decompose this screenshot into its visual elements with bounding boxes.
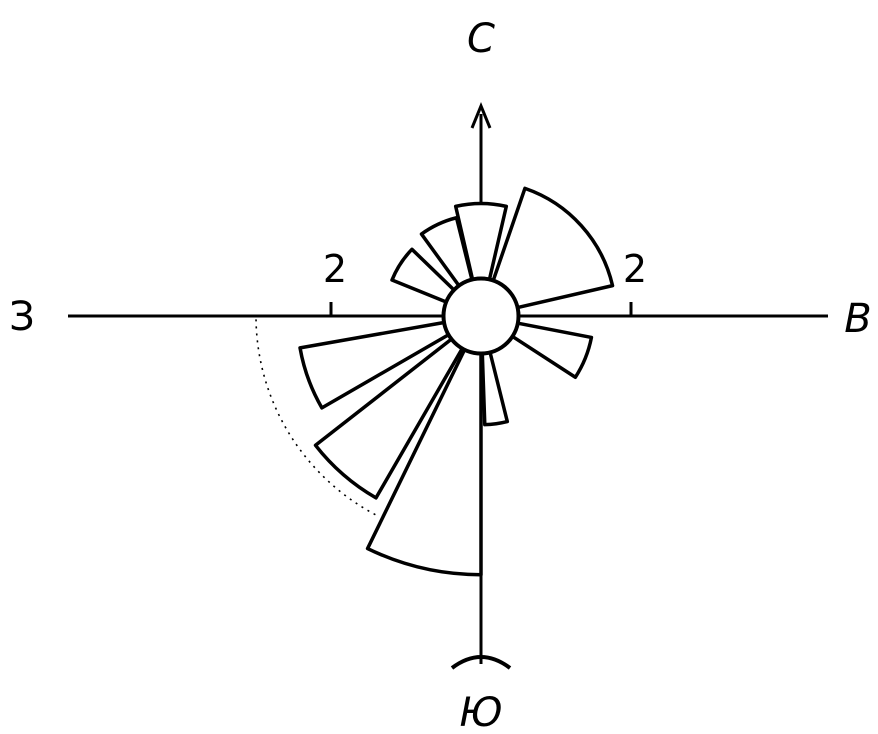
direction-label-south: Ю <box>459 690 502 734</box>
direction-label-west: З <box>9 294 35 340</box>
direction-label-north: С <box>467 16 495 62</box>
calm-circle <box>441 276 521 356</box>
north-arrow-head <box>470 102 492 129</box>
scale-label-east: 2 <box>623 247 647 291</box>
south-arc-cap <box>450 655 512 670</box>
petal-south-south-east <box>480 350 510 427</box>
scale-label-west: 2 <box>323 247 347 291</box>
petal-north-east <box>491 186 615 310</box>
direction-label-east: В <box>844 296 871 342</box>
dotted-reference-arc <box>255 315 376 516</box>
petal-east-south-east <box>510 321 594 380</box>
